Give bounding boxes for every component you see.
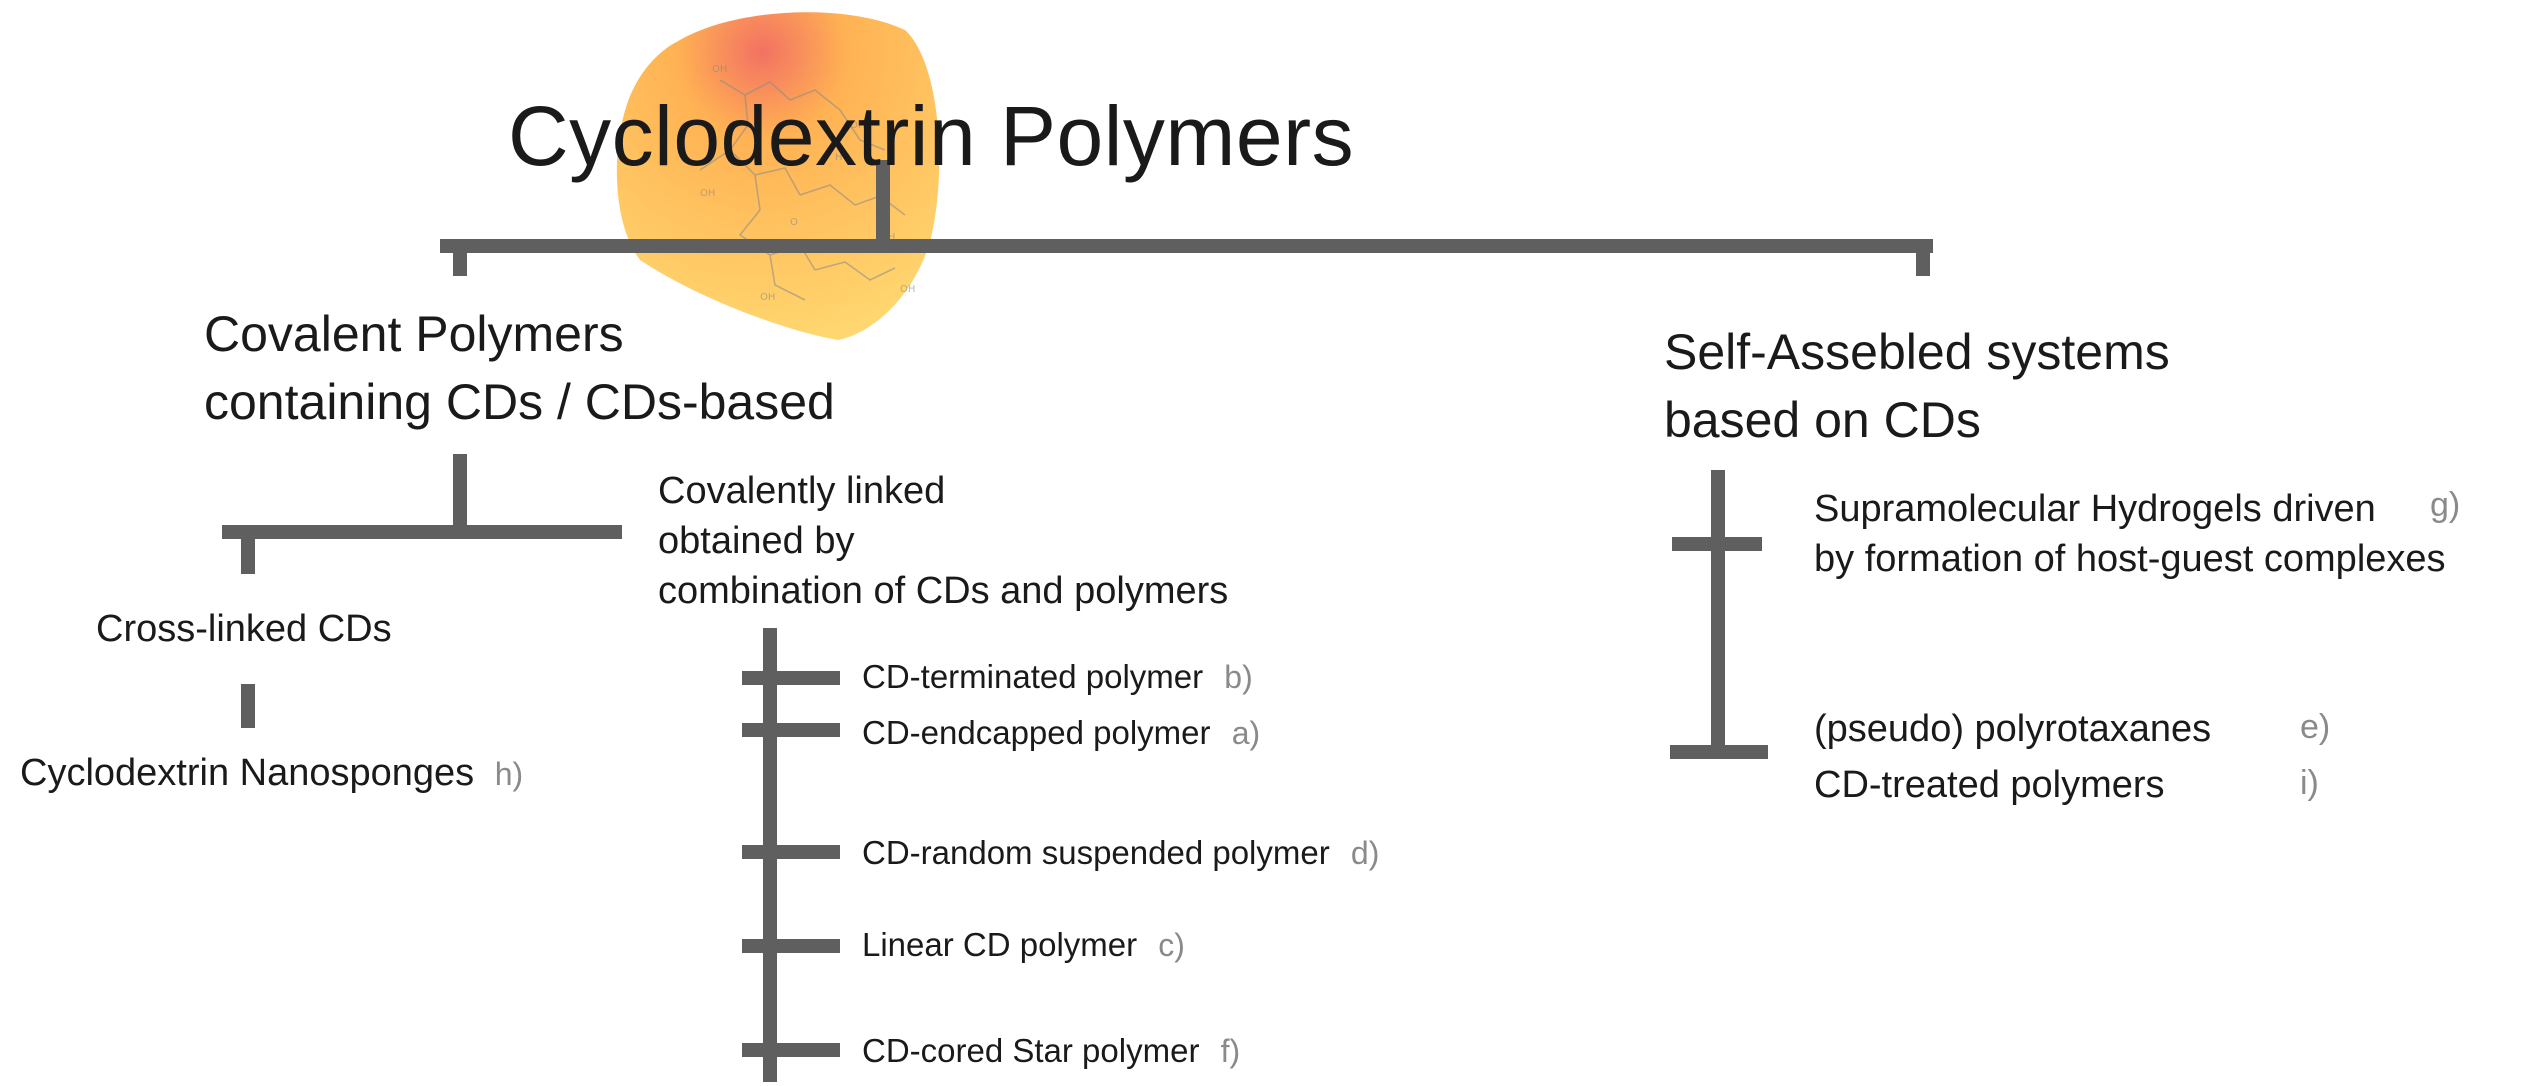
covalently-linked-heading: Covalently linked obtained by combinatio… [658,466,1228,616]
item-label: Linear CD polymer [862,926,1138,963]
polyrotaxanes-tag: e) [2300,708,2331,746]
hydrogels-line2: by formation of host-guest complexes [1814,538,2446,580]
nanosponges-row: Cyclodextrin Nanosponges h) [20,748,523,799]
list-item-cd-endcapped: CD-endcapped polymer a) [862,712,1260,753]
item-label: CD-endcapped polymer [862,714,1211,751]
connectors [222,160,1933,1082]
cross-linked-label: Cross-linked CDs [96,608,392,650]
svg-text:OH: OH [850,120,865,131]
item-tag: b) [1224,659,1253,695]
self-assembled-heading-line1: Self-Assebled systems [1664,324,2170,380]
svg-text:OH: OH [900,284,915,295]
hydrogels-line1: Supramolecular Hydrogels driven [1814,488,2376,530]
diagram-title: Cyclodextrin Polymers [508,89,1355,183]
nanosponges-tag: h) [494,756,524,792]
item-label: CD-random suspended polymer [862,834,1330,871]
covalently-linked-line3: combination of CDs and polymers [658,570,1229,612]
covalently-linked-line2: obtained by [658,520,855,562]
list-item-cd-terminated: CD-terminated polymer b) [862,656,1253,697]
cd-treated-label: CD-treated polymers [1814,764,2165,806]
covalently-linked-line1: Covalently linked [658,470,946,512]
item-tag: a) [1231,715,1261,751]
list-item-cd-random-suspended: CD-random suspended polymer d) [862,832,1379,873]
self-assembled-heading-line2: based on CDs [1664,392,1981,448]
svg-text:OH: OH [712,64,727,75]
covalent-heading: Covalent Polymers containing CDs / CDs-b… [204,300,835,436]
svg-text:O: O [790,217,798,228]
covalent-heading-line2: containing CDs / CDs-based [204,374,835,430]
svg-text:OH: OH [700,188,715,199]
hydrogels-tag: g) [2430,486,2461,524]
nanosponges-label: Cyclodextrin Nanosponges [20,752,475,794]
list-item-linear-cd: Linear CD polymer c) [862,924,1185,965]
item-tag: f) [1220,1033,1241,1069]
hydrogels-item: Supramolecular Hydrogels driven by forma… [1814,484,2446,584]
item-label: CD-terminated polymer [862,658,1204,695]
cd-treated-tag: i) [2300,764,2319,802]
svg-text:HO: HO [835,152,851,163]
polyrotaxanes-label: (pseudo) polyrotaxanes [1814,708,2212,750]
item-tag: d) [1350,835,1380,871]
svg-text:OH: OH [760,292,775,303]
item-label: CD-cored Star polymer [862,1032,1200,1069]
list-item-cd-cored-star: CD-cored Star polymer f) [862,1030,1240,1071]
covalent-heading-line1: Covalent Polymers [204,306,624,362]
self-assembled-heading: Self-Assebled systems based on CDs [1664,318,2170,454]
item-tag: c) [1158,927,1185,963]
